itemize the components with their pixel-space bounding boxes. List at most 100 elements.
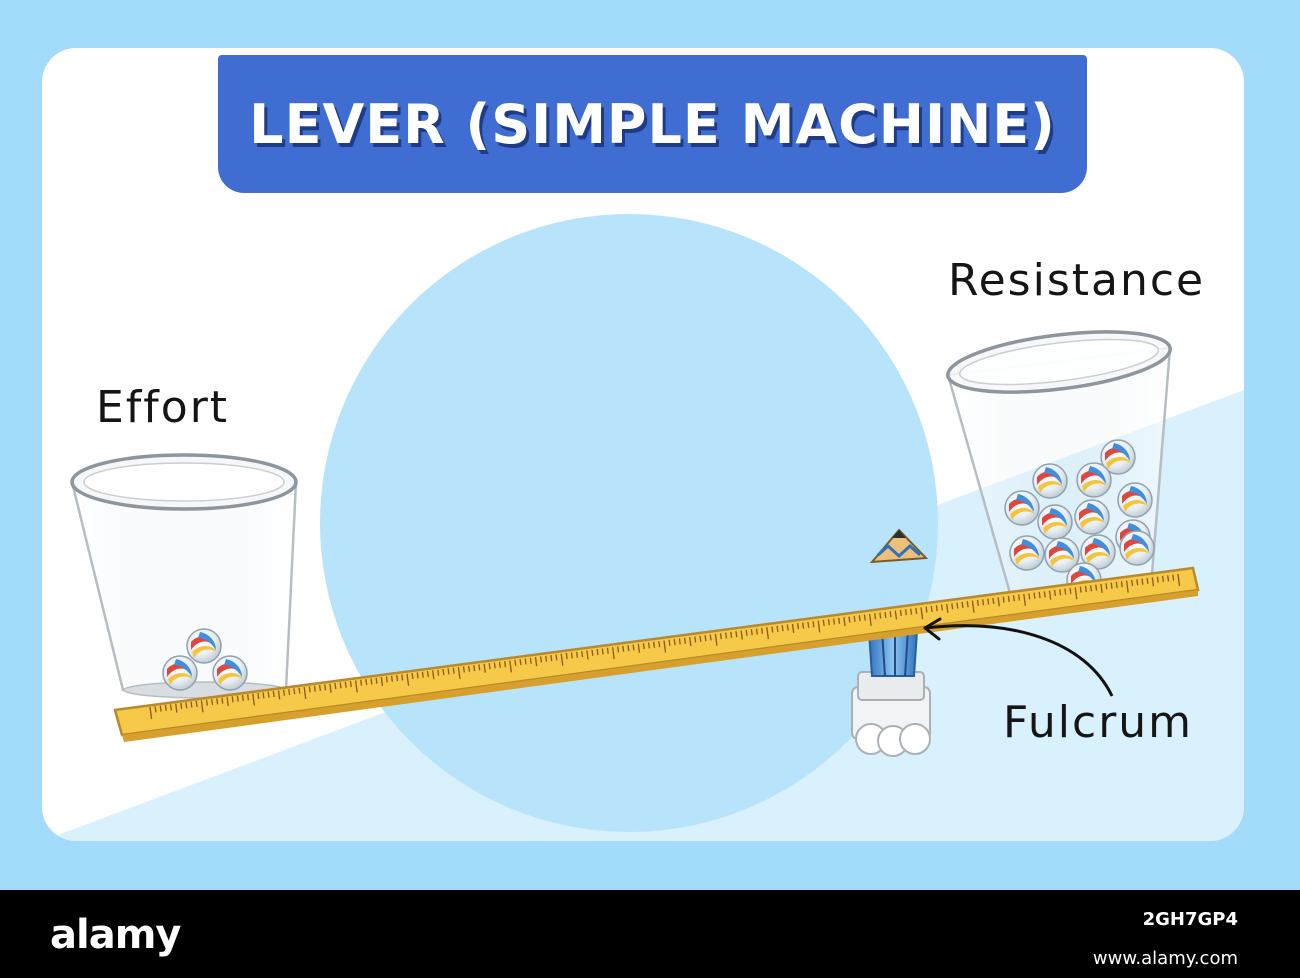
ruler-tick	[961, 601, 964, 608]
ruler-tick	[1028, 593, 1031, 600]
ruler-tick	[930, 605, 933, 612]
ruler-tick	[529, 657, 532, 664]
ruler-tick	[982, 599, 985, 606]
ruler-tick	[1059, 589, 1062, 596]
ruler-tick	[1167, 575, 1170, 582]
ruler-tick	[586, 650, 589, 660]
ruler-tick	[596, 649, 599, 656]
ruler-tick	[519, 659, 522, 666]
ruler-tick	[236, 695, 239, 702]
ruler-tick	[1048, 590, 1052, 600]
ruler-tick	[709, 634, 712, 641]
ruler-tick	[1105, 583, 1108, 590]
ruler-tick	[1151, 577, 1155, 587]
ruler-ticks	[149, 573, 1181, 719]
ruler-tick	[437, 669, 440, 676]
ruler-tick	[992, 597, 995, 604]
ruler-tick	[149, 706, 153, 719]
ruler-tick	[1089, 585, 1093, 592]
ruler-tick	[951, 603, 954, 610]
ruler-tick	[411, 673, 414, 680]
ruler-tick	[154, 706, 157, 713]
ruler-tick	[761, 627, 764, 634]
ruler-tick	[935, 605, 938, 612]
ruler-tick	[843, 617, 846, 627]
ruler-tick	[375, 677, 378, 684]
ruler-tick	[324, 684, 327, 691]
lever-diagram: LEVER (SIMPLE MACHINE) Effort Resistance…	[42, 48, 1244, 841]
ruler-tick	[555, 654, 558, 661]
ruler-tick	[611, 647, 615, 660]
ruler-tick	[601, 648, 604, 655]
ruler-tick	[925, 606, 928, 613]
ruler-tick	[426, 671, 429, 678]
ruler-tick	[442, 669, 445, 676]
ruler-tick	[509, 660, 512, 673]
ruler-tick	[781, 625, 784, 632]
ruler-tick	[699, 635, 702, 642]
ruler-tick	[164, 704, 167, 712]
ruler-tick	[221, 697, 224, 704]
ruler-tick	[663, 640, 667, 653]
ruler-tick	[380, 676, 384, 687]
diagram-canvas	[42, 48, 1244, 841]
ruler-tick	[1156, 576, 1159, 583]
ruler-tick	[622, 645, 625, 652]
effort-label: Effort	[96, 382, 230, 433]
ruler-tick	[334, 682, 337, 690]
ruler-tick	[241, 694, 244, 702]
ruler-tick	[673, 639, 676, 646]
ruler-tick	[401, 674, 404, 681]
ruler-tick	[390, 675, 393, 682]
ruler-tick	[704, 635, 707, 642]
site-url: www.alamy.com	[1092, 948, 1238, 969]
ruler-tick	[575, 651, 579, 658]
ruler-tick	[483, 663, 486, 673]
title-banner: LEVER (SIMPLE MACHINE)	[218, 55, 1087, 193]
ruler-tick	[1120, 581, 1123, 588]
fulcrum-label: Fulcrum	[1003, 697, 1194, 748]
ruler-tick	[946, 603, 949, 613]
ruler-tick	[853, 615, 856, 622]
ruler-tick	[1136, 579, 1139, 586]
ruler-tick	[617, 646, 620, 653]
ruler-tick	[786, 624, 789, 631]
pencil-tip	[869, 528, 929, 564]
ruler-tick	[714, 633, 718, 646]
ruler-tick	[796, 623, 800, 630]
ruler-tick	[308, 686, 311, 693]
ruler-tick	[745, 629, 748, 636]
ruler-tick	[457, 667, 461, 680]
ruler-tick	[1125, 580, 1129, 593]
ruler-tick	[632, 644, 635, 651]
brand-logo: alamy	[50, 912, 181, 958]
ruler-tick	[976, 599, 979, 606]
ruler-tick	[1007, 595, 1010, 602]
ruler-tick	[1172, 574, 1175, 581]
ruler-tick	[1161, 575, 1164, 583]
page-title: LEVER (SIMPLE MACHINE)	[249, 92, 1056, 156]
ruler-tick	[447, 668, 450, 675]
ruler-tick	[689, 637, 692, 647]
ruler-tick	[329, 683, 332, 693]
ruler-tick	[1177, 573, 1181, 586]
ruler-tick	[581, 651, 584, 658]
ruler-tick	[606, 647, 609, 654]
ruler-tick	[318, 684, 322, 692]
ruler-tick	[1069, 587, 1072, 594]
ruler-tick	[1131, 579, 1134, 587]
ruler-tick	[462, 666, 465, 673]
ruler-tick	[694, 636, 697, 643]
ruler-tick	[822, 619, 825, 626]
ruler-tick	[966, 601, 969, 608]
ruler-tick	[1033, 592, 1036, 599]
ruler-tick	[879, 612, 882, 619]
resistance-label: Resistance	[948, 255, 1206, 306]
ruler-tick	[488, 663, 491, 670]
ruler-tick	[406, 673, 410, 686]
ruler-tick	[755, 628, 758, 635]
ruler-tick	[282, 689, 286, 696]
resistance-cup	[946, 330, 1172, 598]
ruler-tick	[231, 696, 234, 703]
ruler-tick	[683, 637, 686, 644]
